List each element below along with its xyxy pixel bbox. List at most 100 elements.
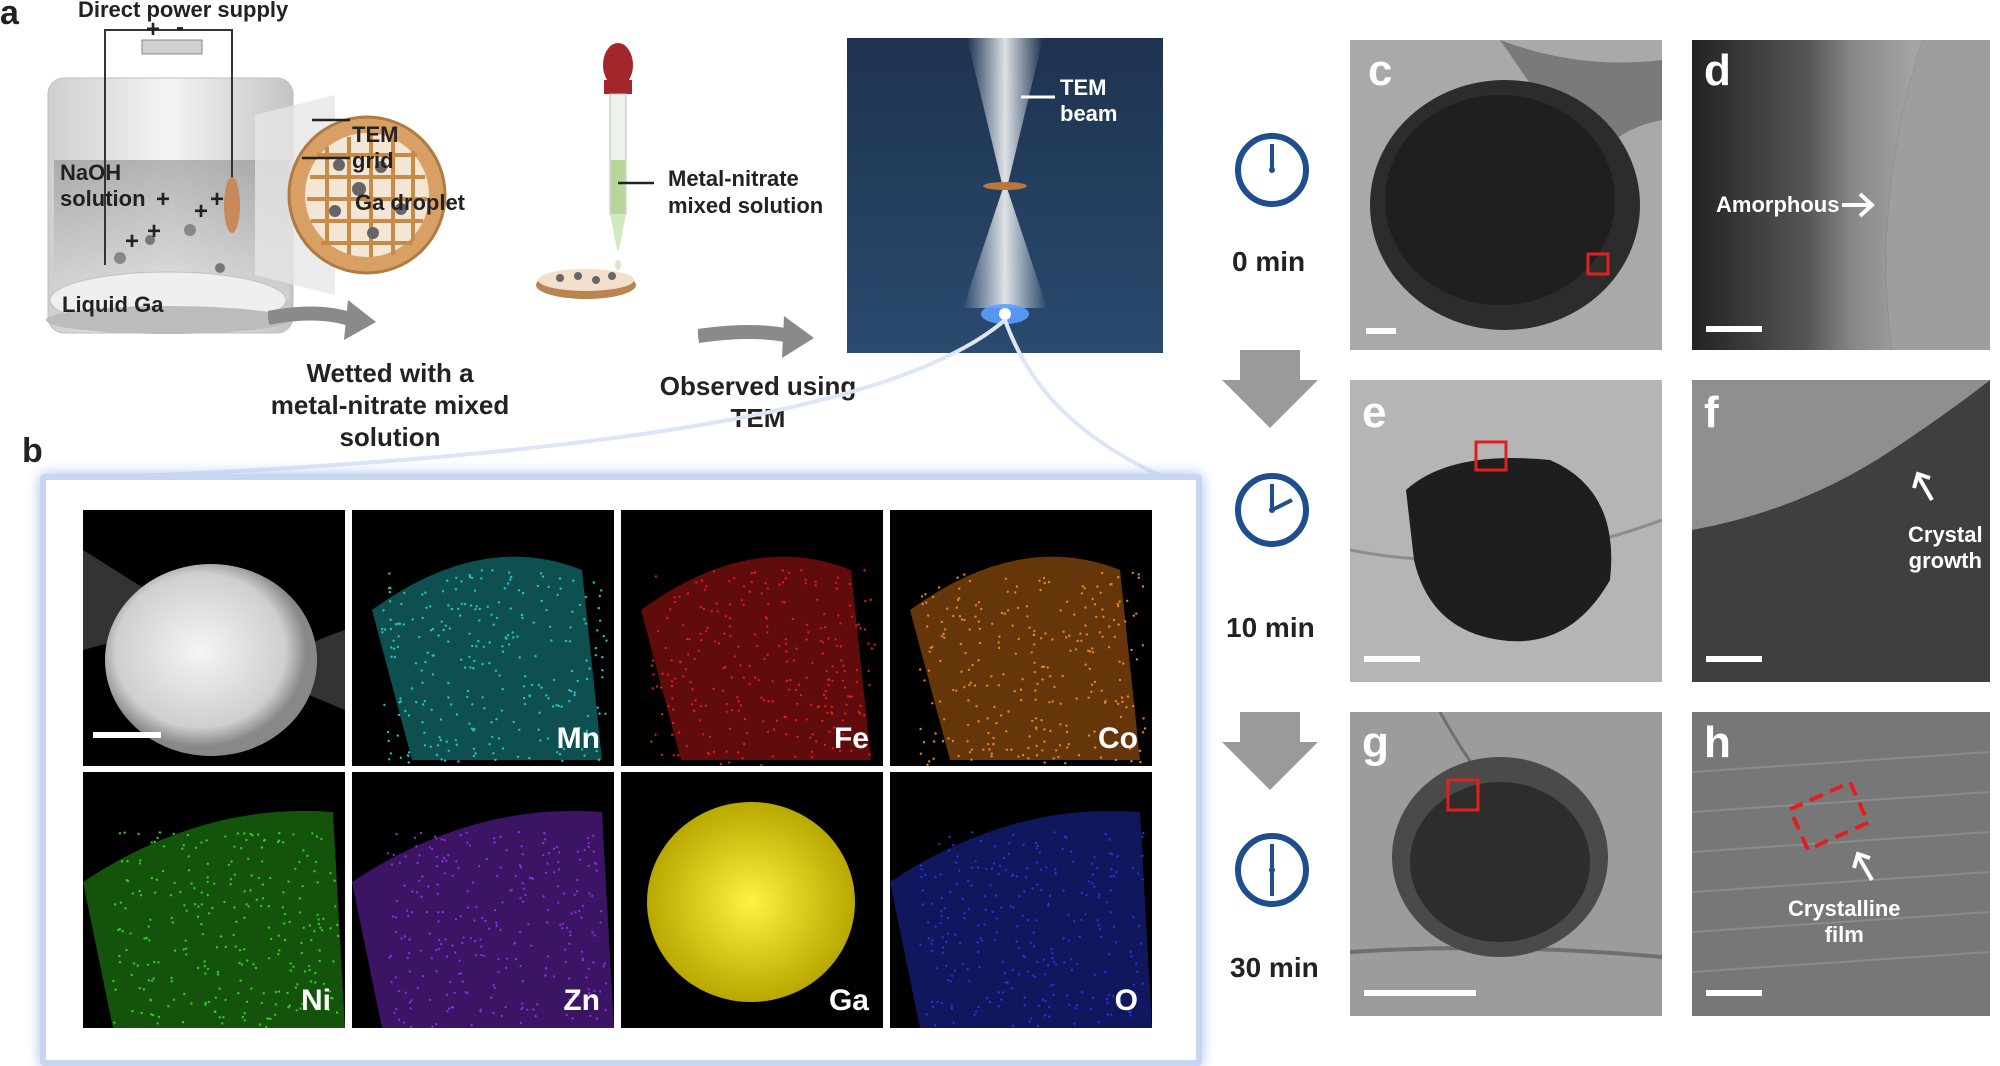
eds-dot — [811, 733, 814, 736]
eds-dot — [150, 979, 154, 982]
eds-dot — [423, 731, 426, 734]
eds-dot — [590, 894, 594, 898]
eds-dot — [260, 1001, 263, 1005]
eds-dot — [1008, 842, 1011, 845]
ion-plus-4: + — [147, 218, 162, 245]
eds-dot — [251, 834, 254, 837]
eds-dot — [1038, 579, 1041, 582]
eds-dot — [705, 585, 708, 588]
eds-dot — [987, 731, 990, 735]
eds-dot — [1137, 924, 1141, 928]
eds-dot — [1000, 906, 1003, 909]
panel-label-a: a — [0, 0, 19, 32]
eds-dot — [920, 868, 923, 871]
eds-dot — [796, 702, 799, 705]
eds-dot — [977, 659, 980, 662]
eds-dot — [920, 595, 924, 598]
eds-dot — [471, 703, 474, 706]
eds-dot — [1044, 973, 1047, 976]
eds-dot — [534, 655, 537, 658]
eds-dot — [125, 948, 128, 952]
eds-dot — [1036, 1024, 1040, 1027]
eds-dot — [736, 751, 740, 754]
eds-dot — [934, 875, 937, 878]
eds-dot — [492, 752, 495, 755]
eds-dot — [1097, 924, 1100, 927]
eds-dot — [1006, 981, 1009, 984]
eds-dot — [992, 736, 995, 740]
eds-dot — [1017, 947, 1020, 950]
arrow-crystal-growth — [1912, 471, 1934, 502]
eds-dot — [442, 628, 445, 632]
eds-dot — [952, 1021, 955, 1025]
eds-dot — [1023, 996, 1026, 999]
eds-label-co: Co — [1098, 722, 1138, 755]
eds-dot — [429, 605, 432, 608]
eds-dot — [381, 631, 384, 634]
eds-dot — [993, 705, 996, 709]
eds-dot — [420, 895, 423, 898]
eds-dot — [1093, 746, 1097, 749]
eds-dot — [967, 907, 970, 911]
eds-dot — [534, 1014, 537, 1018]
eds-dot — [583, 618, 586, 621]
eds-dot — [772, 728, 776, 731]
eds-dot — [1006, 590, 1009, 593]
eds-dot — [443, 872, 447, 875]
eds-dot — [1053, 831, 1056, 834]
eds-dot — [216, 970, 220, 974]
eds-dot — [742, 603, 745, 607]
eds-dot — [1041, 749, 1044, 752]
eds-dot — [499, 929, 502, 932]
eds-dot — [763, 657, 766, 661]
eds-dot — [557, 901, 560, 904]
eds-dot — [570, 690, 573, 693]
eds-dot — [415, 891, 419, 894]
eds-dot — [392, 915, 395, 918]
eds-dot — [673, 600, 677, 604]
eds-dot — [1085, 633, 1089, 636]
eds-dot — [1109, 1013, 1113, 1016]
eds-dot — [1039, 588, 1042, 592]
eds-dot — [699, 705, 703, 708]
panel-label-e: e — [1362, 388, 1387, 437]
eds-dot — [235, 920, 238, 923]
eds-dot — [522, 697, 526, 700]
eds-dot — [543, 831, 546, 835]
eds-dot — [1061, 847, 1064, 851]
eds-dot — [402, 1021, 406, 1024]
eds-dot — [145, 936, 148, 940]
eds-dot — [1141, 854, 1144, 857]
eds-dot — [997, 646, 1001, 650]
eds-dot — [207, 1000, 211, 1004]
eds-dot — [486, 605, 489, 608]
eds-dot — [692, 709, 696, 713]
eds-dot — [1024, 876, 1028, 879]
eds-dot — [990, 867, 994, 870]
eds-dot — [181, 847, 184, 850]
eds-dot — [559, 923, 562, 927]
eds-dot — [855, 668, 859, 672]
eds-dot — [941, 946, 945, 949]
eds-dot — [587, 841, 590, 845]
eds-dot — [495, 616, 499, 620]
eds-dot — [277, 953, 280, 956]
eds-dot — [975, 705, 978, 708]
eds-dot — [393, 1011, 396, 1014]
eds-dot — [1102, 615, 1105, 618]
haadf-image — [83, 550, 345, 756]
eds-dot — [1035, 841, 1038, 845]
eds-dot — [508, 643, 511, 646]
eds-dot — [546, 921, 549, 924]
eds-dot — [548, 625, 552, 628]
eds-dot — [1087, 734, 1091, 737]
eds-dot — [316, 881, 319, 884]
eds-dot — [288, 1004, 291, 1007]
eds-dot — [604, 982, 608, 985]
eds-dot — [257, 876, 260, 880]
eds-dot — [438, 736, 441, 739]
eds-dot — [868, 684, 871, 687]
eds-dot — [1058, 744, 1062, 747]
eds-dot — [1035, 726, 1038, 729]
eds-dot — [583, 754, 586, 757]
